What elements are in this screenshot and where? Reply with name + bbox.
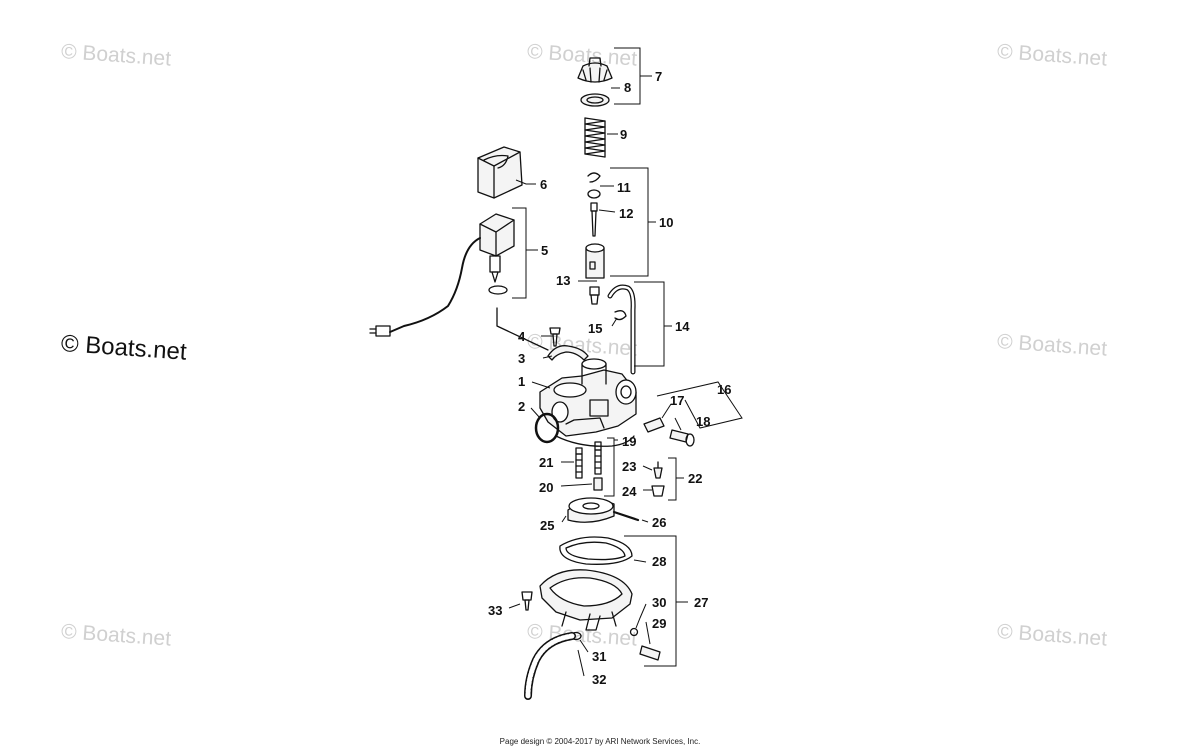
- callout-label: 25: [540, 518, 554, 533]
- bracket-part: [547, 345, 589, 361]
- jet-needle-part: [590, 202, 598, 237]
- callout-label: 33: [488, 603, 502, 618]
- callout-label: 19: [622, 434, 636, 449]
- float-valve-part: [653, 461, 663, 479]
- needle-clip-part: [587, 172, 601, 183]
- callout-label: 9: [620, 127, 627, 142]
- callout-label: 14: [675, 319, 690, 334]
- callout-label: 10: [659, 215, 673, 230]
- bowl-gasket-inner: [565, 541, 626, 561]
- callout-label: 11: [617, 180, 631, 195]
- washer-part: [580, 93, 610, 107]
- callout-labels: 7 8 9 6 11 12 10 5 13 14 15 4 3 1 16 17 …: [488, 69, 731, 687]
- callout-label: 26: [652, 515, 666, 530]
- callout-label: 5: [541, 243, 548, 258]
- carburetor-body-part: [539, 358, 637, 437]
- o-ring-part: [534, 412, 560, 444]
- callout-label: 18: [696, 414, 710, 429]
- callout-label: 6: [540, 177, 547, 192]
- callout-label: 31: [592, 649, 606, 664]
- choke-pipe-inner: [608, 285, 635, 374]
- needle-retainer-part: [587, 189, 601, 199]
- idle-screw-part: [643, 417, 665, 433]
- body-gasket-part: [555, 435, 635, 447]
- callout-label: 3: [518, 351, 525, 366]
- callout-label: 23: [622, 459, 636, 474]
- callout-label: 32: [592, 672, 606, 687]
- bowl-gasket-part: [559, 536, 633, 565]
- fitting-part: [589, 286, 600, 305]
- callout-label: 30: [652, 595, 666, 610]
- needle-jet-part: [594, 441, 602, 475]
- bowl-screw-part: [521, 591, 533, 611]
- callout-label: 1: [518, 374, 525, 389]
- valve-clip-part: [651, 485, 665, 497]
- carb-cap-part: [577, 57, 613, 83]
- callout-label: 8: [624, 80, 631, 95]
- callout-label: 17: [670, 393, 684, 408]
- callout-label: 4: [518, 329, 526, 344]
- drain-washer-part: [629, 627, 639, 637]
- choke-pipe-part: [607, 284, 636, 375]
- callout-label: 22: [688, 471, 702, 486]
- callout-label: 2: [518, 399, 525, 414]
- leader-lines: [508, 47, 743, 677]
- float-part: [567, 497, 615, 523]
- callout-label: 20: [539, 480, 553, 495]
- float-pin-part: [612, 510, 640, 522]
- throttle-slide-part: [585, 243, 605, 279]
- connector-line: [496, 307, 549, 351]
- float-bowl-part: [539, 569, 633, 631]
- callout-label: 24: [622, 484, 637, 499]
- slow-jet-part: [575, 447, 583, 479]
- callout-label: 15: [588, 321, 602, 336]
- callout-label: 27: [694, 595, 708, 610]
- callout-label: 13: [556, 273, 570, 288]
- main-jet-part: [593, 477, 603, 491]
- drain-hose-ribs: [525, 633, 575, 699]
- screw-part: [549, 327, 561, 347]
- spring-part: [584, 117, 606, 158]
- air-screw-part: [669, 429, 695, 447]
- callout-label: 7: [655, 69, 662, 84]
- copyright-footer: Page design © 2004-2017 by ARI Network S…: [499, 737, 701, 746]
- callout-label: 29: [652, 616, 666, 631]
- drain-screw-part: [639, 645, 661, 661]
- callout-label: 16: [717, 382, 731, 397]
- callout-label: 21: [539, 455, 553, 470]
- callout-label: 12: [619, 206, 633, 221]
- pipe-clip-part: [614, 310, 627, 321]
- callout-label: 28: [652, 554, 666, 569]
- auto-choke-cover-part: [477, 146, 523, 199]
- auto-choke-part: [369, 213, 515, 337]
